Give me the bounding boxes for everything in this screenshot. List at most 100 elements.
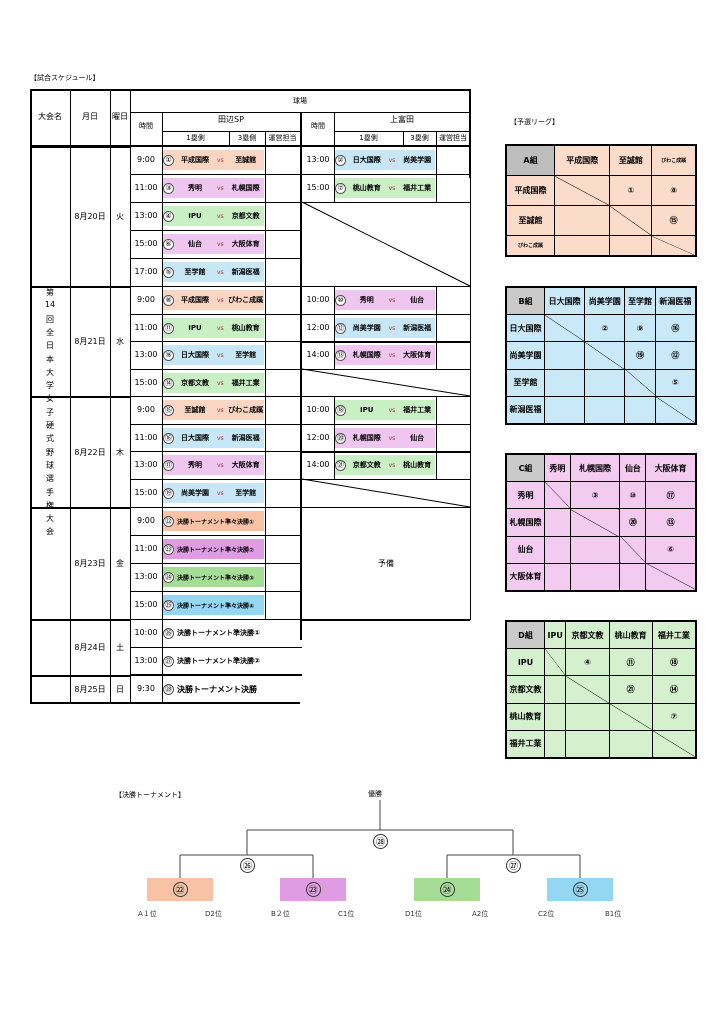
group-team-row: 札幌国際 — [506, 508, 545, 537]
semi-label: 決勝トーナメント準々決勝① — [177, 518, 255, 526]
group-result — [608, 729, 653, 759]
group-team-header: 大阪体育 — [645, 453, 696, 483]
group-result — [654, 395, 697, 425]
qf-number: ㉕ — [572, 882, 588, 897]
row-line-b — [302, 286, 470, 287]
team-third: 札幌国際 — [231, 184, 260, 192]
team-first: 平成国際 — [181, 156, 209, 164]
day-weekday: 火 — [116, 212, 124, 221]
time-a: 11:00 — [134, 183, 158, 192]
time-a: 15:00 — [134, 600, 158, 609]
semi-label: 決勝トーナメント準々決勝④ — [177, 602, 255, 610]
team-first: 平成国際 — [181, 296, 209, 304]
qf-seed-right: C1位 — [338, 910, 355, 918]
row-line — [130, 258, 302, 259]
group-result — [624, 395, 656, 425]
group-name: B組 — [506, 286, 545, 316]
day-weekday: 水 — [116, 337, 124, 346]
header-side3: 3塁側 — [237, 134, 257, 142]
time-b: 10:00 — [306, 405, 330, 414]
vs-label: vs — [217, 296, 224, 304]
group-result — [645, 562, 696, 592]
time-a: 9:00 — [137, 155, 155, 164]
row-line — [130, 451, 302, 452]
vs-label: vs — [217, 489, 224, 497]
group-result — [624, 368, 656, 397]
time-b: 12:00 — [306, 323, 330, 332]
group-name: D組 — [506, 620, 545, 650]
row-line — [130, 396, 302, 397]
row-line — [130, 479, 302, 480]
col-staff-b — [436, 286, 437, 369]
group-result — [553, 235, 611, 256]
team-third: 仙台 — [410, 296, 425, 304]
final-label: 決勝トーナメント決勝 — [177, 684, 257, 694]
day-weekday: 土 — [116, 643, 124, 652]
group-team-row: 日大国際 — [506, 314, 545, 343]
row-line — [130, 314, 302, 315]
row-line-b — [302, 314, 470, 315]
team-third: 福井工業 — [403, 406, 432, 414]
game-number: ㉔ — [163, 571, 174, 583]
time-a: 15:00 — [134, 488, 158, 497]
day-weekday: 金 — [116, 559, 124, 568]
group-result: ③ — [569, 481, 621, 510]
row-line — [130, 202, 302, 203]
team-third: 至誠館 — [235, 156, 257, 164]
team-third: 仙台 — [410, 434, 425, 442]
header-venue2: 上富田 — [390, 115, 414, 124]
group-result: ⑬ — [645, 508, 696, 537]
group-team-header: 桃山教育 — [608, 620, 653, 650]
time-a: 9:00 — [137, 516, 155, 525]
game-number: ㉒ — [163, 515, 174, 527]
game-number: ⑫ — [335, 322, 346, 334]
game-number: ⑮ — [163, 404, 174, 416]
vs-label: vs — [217, 434, 224, 442]
row-line — [130, 369, 302, 370]
time-a: 13:00 — [134, 350, 158, 359]
vs-label: vs — [217, 268, 224, 276]
group-team-header: 京都文教 — [565, 620, 610, 650]
champion-label: 優勝 — [368, 790, 382, 798]
time-a: 9:00 — [137, 405, 155, 414]
team-third: 至学館 — [235, 351, 257, 359]
row-line — [130, 507, 302, 508]
final-label: 決勝トーナメント準決勝② — [177, 657, 260, 665]
tournament-name-char: 日 — [46, 341, 54, 351]
vs-label: vs — [388, 296, 396, 304]
game-number: ⑭ — [163, 377, 174, 389]
team-first: 京都文教 — [352, 461, 381, 469]
col-v1 — [162, 112, 163, 703]
final-label: 決勝トーナメント準決勝① — [177, 629, 260, 637]
group-team-header: 至学館 — [624, 286, 656, 316]
group-result — [584, 395, 626, 425]
qf-box: ㉔ — [414, 878, 480, 901]
time-a: 13:00 — [134, 656, 158, 665]
reserve-right — [470, 507, 471, 619]
team-third: 新潟医福 — [403, 324, 432, 332]
group-name: C組 — [506, 453, 545, 483]
game-number: ㉘ — [163, 683, 174, 695]
header-venue: 球場 — [293, 97, 307, 105]
team-first: IPU — [188, 324, 202, 332]
group-team-row: 平成国際 — [506, 175, 555, 206]
time-a: 11:00 — [134, 323, 158, 332]
game-number: ⑪ — [163, 322, 174, 334]
row-line-b — [302, 424, 470, 425]
diagonal-line — [301, 201, 471, 287]
col-v2 — [334, 396, 335, 479]
time-b: 14:00 — [306, 460, 330, 469]
vs-label: vs — [217, 184, 224, 192]
row-line — [130, 591, 302, 592]
outer-right-header — [469, 89, 471, 178]
